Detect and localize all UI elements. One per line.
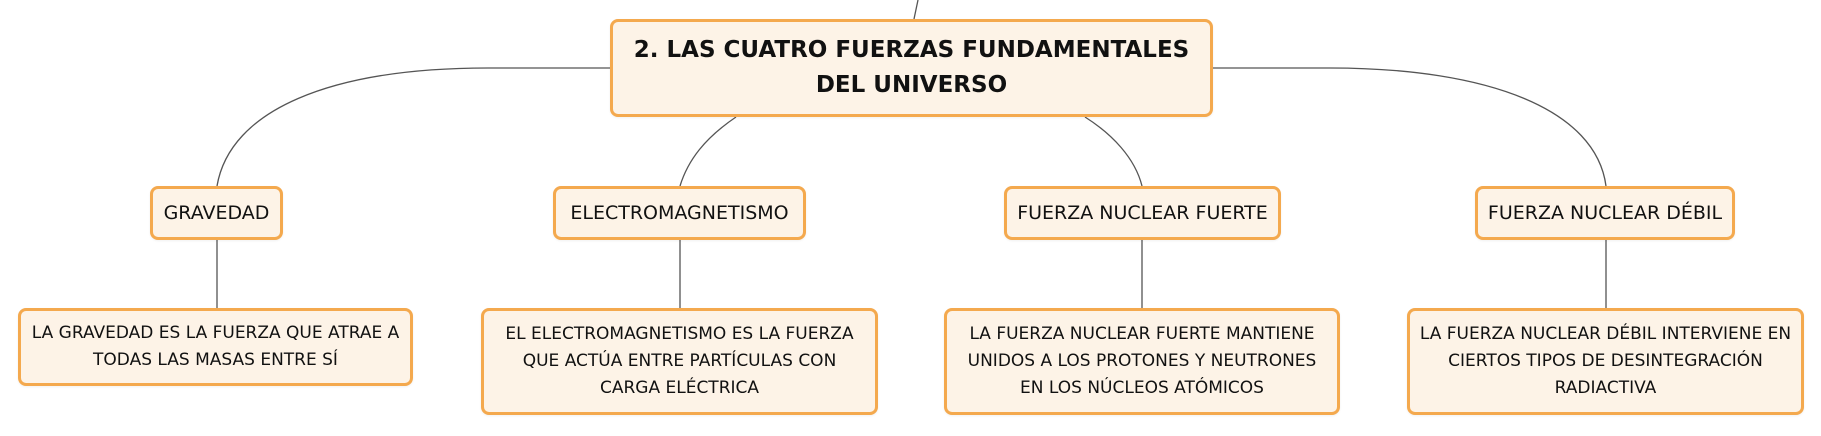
topic-label: FUERZA NUCLEAR FUERTE xyxy=(1017,202,1268,224)
subtopic-fuerte-description[interactable]: LA FUERZA NUCLEAR FUERTE MANTIENE UNIDOS… xyxy=(944,308,1340,415)
connector-root-gravedad xyxy=(216,67,610,187)
connector-root-debil xyxy=(1213,67,1607,187)
subtopic-text: LA GRAVEDAD ES LA FUERZA QUE ATRAE A TOD… xyxy=(31,323,400,370)
root-topic-label: 2. LAS CUATRO FUERZAS FUNDAMENTALES DEL … xyxy=(633,37,1190,98)
subtopic-text: EL ELECTROMAGNETISMO ES LA FUERZA QUE AC… xyxy=(505,324,854,398)
topic-electromagnetismo[interactable]: ELECTROMAGNETISMO xyxy=(553,186,806,240)
subtopic-electromagnetismo-description[interactable]: EL ELECTROMAGNETISMO ES LA FUERZA QUE AC… xyxy=(481,308,878,415)
connector-root-fuerte xyxy=(1084,116,1143,187)
subtopic-gravedad-description[interactable]: LA GRAVEDAD ES LA FUERZA QUE ATRAE A TOD… xyxy=(18,308,413,386)
topic-fuerza-nuclear-debil[interactable]: FUERZA NUCLEAR DÉBIL xyxy=(1475,186,1735,240)
connector-parent-incoming xyxy=(913,0,919,20)
root-topic-node[interactable]: 2. LAS CUATRO FUERZAS FUNDAMENTALES DEL … xyxy=(610,19,1213,117)
subtopic-debil-description[interactable]: LA FUERZA NUCLEAR DÉBIL INTERVIENE EN CI… xyxy=(1407,308,1804,415)
subtopic-text: LA FUERZA NUCLEAR DÉBIL INTERVIENE EN CI… xyxy=(1419,324,1792,398)
connector-root-electromagnetismo xyxy=(679,116,737,187)
topic-label: ELECTROMAGNETISMO xyxy=(570,202,789,224)
subtopic-text: LA FUERZA NUCLEAR FUERTE MANTIENE UNIDOS… xyxy=(967,324,1317,398)
topic-fuerza-nuclear-fuerte[interactable]: FUERZA NUCLEAR FUERTE xyxy=(1004,186,1281,240)
topic-gravedad[interactable]: GRAVEDAD xyxy=(150,186,283,240)
topic-label: GRAVEDAD xyxy=(163,202,270,224)
topic-label: FUERZA NUCLEAR DÉBIL xyxy=(1487,202,1723,224)
